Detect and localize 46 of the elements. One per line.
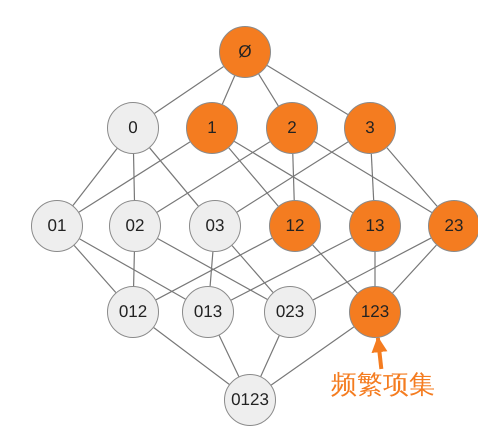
connector-line (78, 141, 190, 213)
connector-line (210, 252, 214, 286)
connector-line (156, 141, 270, 213)
itemset-circle: 023 (264, 286, 316, 338)
connector-line (153, 327, 230, 385)
connector-line (260, 335, 280, 377)
connector-line (79, 238, 186, 300)
itemset-circle: Ø (219, 26, 271, 78)
itemset-circle: 123 (349, 286, 401, 338)
itemset-circle: 23 (428, 200, 478, 252)
connector-line (218, 335, 240, 377)
connector-line (74, 245, 116, 293)
itemset-circle: 12 (269, 200, 321, 252)
itemset-circle: 03 (189, 200, 241, 252)
itemset-circle: 0123 (224, 374, 276, 426)
itemset-circle: 013 (182, 286, 234, 338)
connector-line (292, 154, 295, 200)
itemset-circle: 3 (344, 102, 396, 154)
arrow (372, 336, 388, 370)
itemset-circle: 01 (31, 200, 83, 252)
connector-line (132, 154, 136, 200)
connector-line (228, 147, 279, 207)
connector-line (370, 154, 374, 200)
connector-line (314, 140, 432, 214)
connector-line (149, 148, 199, 206)
connector-line (232, 245, 274, 293)
connector-line (312, 238, 432, 300)
connector-line (266, 65, 348, 115)
connector-line (230, 237, 352, 301)
caption-text: 频繁项集 (331, 369, 435, 399)
itemset-circle: 2 (266, 102, 318, 154)
itemset-circle: 13 (349, 200, 401, 252)
connector-line (270, 326, 354, 386)
connector-line (72, 148, 118, 206)
connector-line (154, 66, 224, 114)
connector-line (133, 252, 135, 286)
itemset-circle: 1 (186, 102, 238, 154)
itemset-circle: 012 (107, 286, 159, 338)
itemset-circle: 0 (107, 102, 159, 154)
connector-line (392, 244, 437, 294)
connector-line (222, 76, 236, 104)
itemset-circle: 02 (109, 200, 161, 252)
connector-line (374, 252, 376, 286)
connector-line (258, 74, 279, 106)
connector-line (312, 244, 358, 294)
connector-line (386, 147, 438, 207)
